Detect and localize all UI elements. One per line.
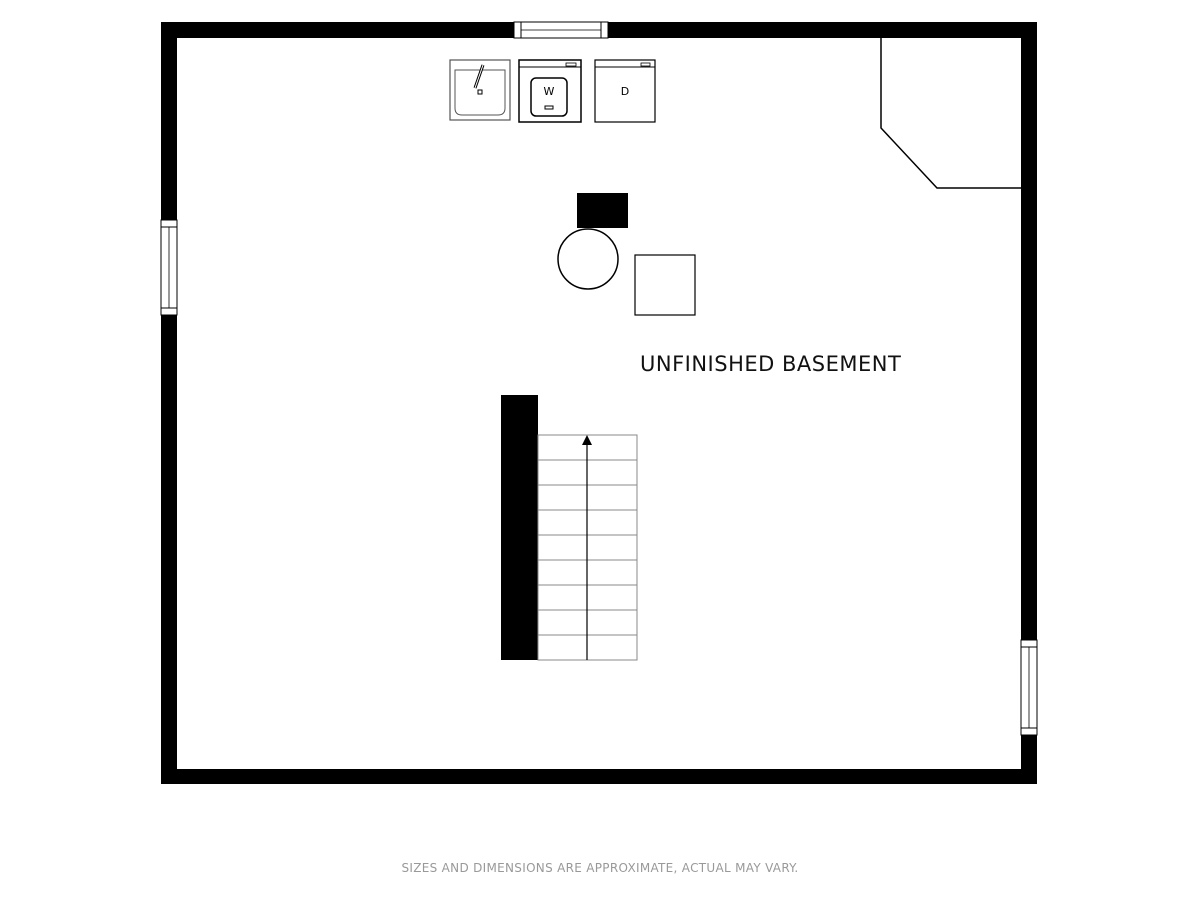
- corner-enclosure: [880, 38, 1021, 189]
- utility-unit: [634, 254, 696, 316]
- washer: W: [518, 59, 582, 123]
- stair-wall: [501, 395, 538, 660]
- staircase: [501, 395, 638, 661]
- disclaimer-text: SIZES AND DIMENSIONS ARE APPROXIMATE, AC…: [401, 861, 799, 875]
- laundry-sink: [449, 59, 511, 121]
- exterior-walls: [161, 22, 1037, 784]
- window-top: [513, 21, 609, 39]
- room-label: UNFINISHED BASEMENT: [640, 352, 902, 376]
- arrow-head-icon: [582, 435, 592, 445]
- window-left: [160, 219, 178, 316]
- window-right: [1020, 639, 1038, 736]
- dryer-label: D: [621, 85, 629, 98]
- water-heater: [557, 228, 619, 290]
- washer-label: W: [544, 85, 555, 98]
- furnace-block: [577, 193, 628, 228]
- dryer: D: [594, 59, 656, 123]
